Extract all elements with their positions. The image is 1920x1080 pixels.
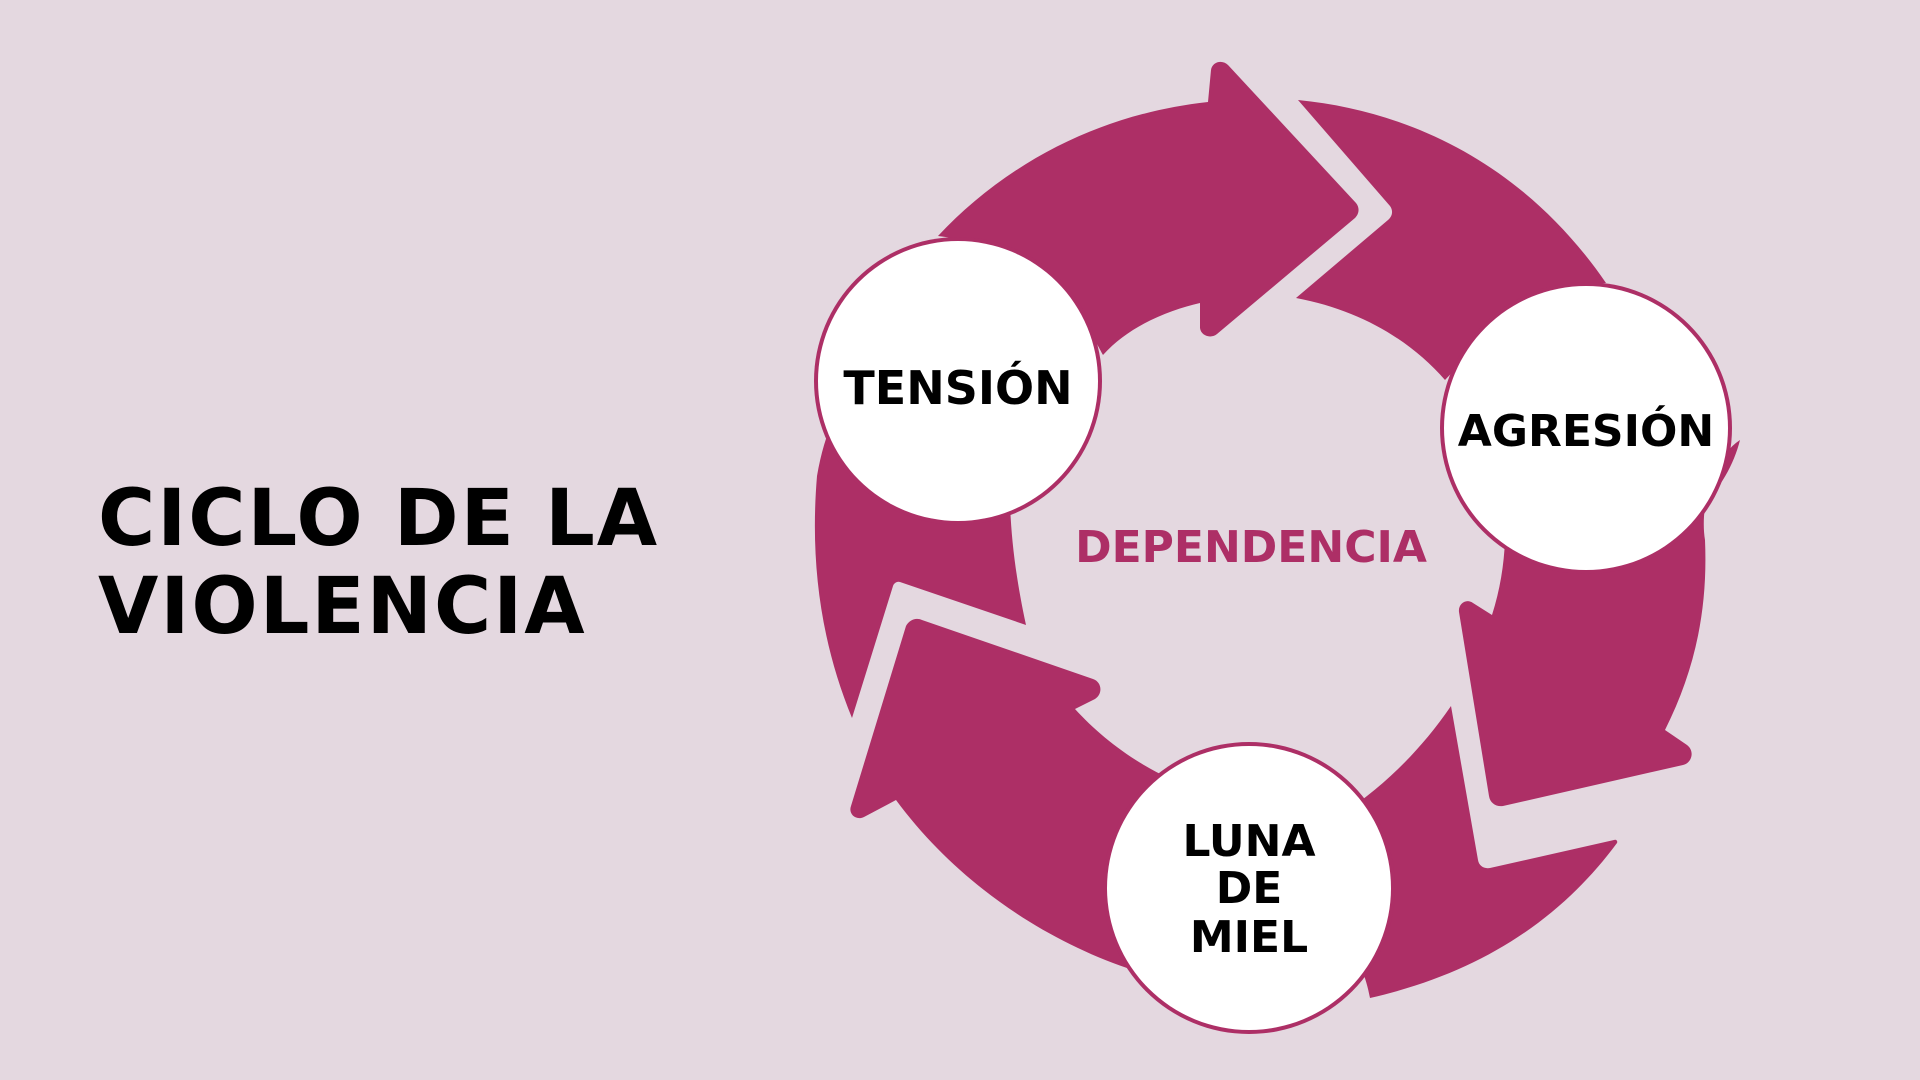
node-tension-label: TENSIÓN [843,361,1072,415]
page-title-line-2: VIOLENCIA [98,562,587,652]
page-title-line-1: CICLO DE LA [98,474,660,564]
node-luna-de-miel: LUNA DE MIEL [1103,742,1395,1034]
node-luna-de-miel-line-2: DE [1216,863,1283,914]
node-agresion-label: AGRESIÓN [1458,404,1714,457]
cycle-arrow-bottom [1240,706,1618,998]
node-luna-de-miel-line-1: LUNA [1182,816,1315,867]
node-agresion: AGRESIÓN [1440,282,1732,574]
node-tension: TENSIÓN [814,237,1102,525]
cycle-arrow-top [938,61,1359,355]
page-title: CICLO DE LA VIOLENCIA [98,475,698,651]
center-label: DEPENDENCIA [1075,522,1427,573]
node-luna-de-miel-line-3: MIEL [1190,912,1308,963]
